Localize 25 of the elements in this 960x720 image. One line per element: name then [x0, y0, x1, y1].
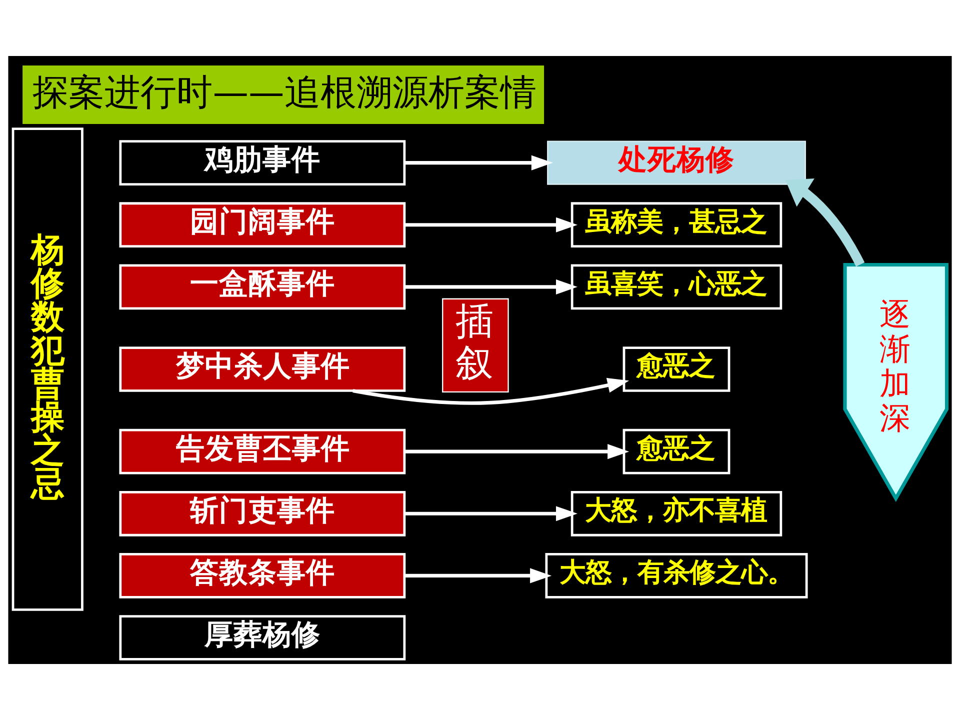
- node-box: 梦中杀人事件: [119, 346, 406, 392]
- node-box: 杨修数犯曹操之忌: [12, 128, 84, 611]
- arrow: [404, 444, 630, 460]
- arrow: [785, 178, 865, 267]
- node-box: 一盒酥事件: [119, 264, 406, 310]
- arrow: [404, 155, 553, 170]
- node-box: 大怒，有杀修之心。: [545, 553, 808, 598]
- node-box: 鸡肋事件: [119, 140, 406, 186]
- node-box: 答教条事件: [119, 553, 406, 598]
- arrow: [404, 506, 578, 522]
- node-box: 大怒，亦不喜植: [570, 490, 782, 536]
- node-box: 愈恶之: [622, 346, 730, 392]
- node-box: 厚葬杨修: [119, 615, 406, 660]
- diagram-title: 探案进行时——追根溯源析案情: [32, 72, 536, 114]
- arrow: [404, 217, 578, 232]
- node-box: 告发曹丕事件: [119, 428, 406, 474]
- arrow: [404, 279, 578, 294]
- node-box: 虽喜笑，心恶之: [570, 264, 782, 310]
- node-box: 斩门吏事件: [119, 490, 406, 536]
- arrow: [404, 568, 552, 584]
- node-box: 虽称美，甚忌之: [570, 202, 782, 248]
- node-box: 插叙: [442, 298, 509, 393]
- node-box: 处死杨修: [547, 140, 806, 185]
- node-box: 愈恶之: [622, 428, 730, 474]
- node-box: 园门阔事件: [119, 202, 406, 248]
